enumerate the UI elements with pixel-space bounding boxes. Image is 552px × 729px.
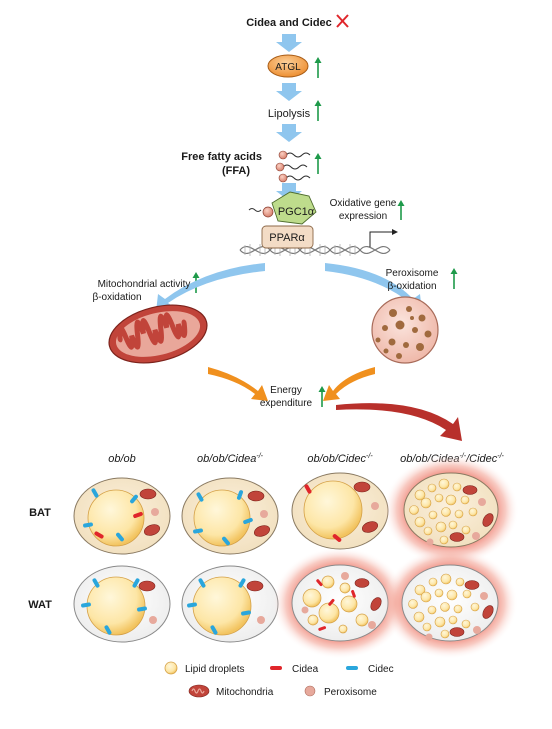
cell-wat-cidec-ko (272, 547, 408, 659)
legend-mito-label: Mitochondria (216, 687, 274, 698)
pgc1a-shape (271, 191, 317, 225)
arrow-mito-to-energy (208, 367, 268, 401)
energy-red-arrow (336, 403, 462, 441)
cell-bat-cidea-ko (181, 477, 279, 555)
cell-bat-double-ko (383, 454, 519, 566)
flow-arrows (276, 34, 302, 201)
perox-beta-oxidation-label: β-oxidation (387, 281, 436, 292)
fatty-acid-icon (275, 150, 311, 183)
atgl-ellipse (267, 54, 309, 78)
legend: Lipid droplets Cidea Cidec Mitochondria … (164, 661, 394, 698)
column-header-1: ob/ob (108, 453, 136, 465)
legend-cidec-label: Cidec (368, 664, 394, 675)
ppara-box (261, 225, 314, 249)
cell-wat-double-ko (382, 547, 518, 659)
increase-arrow-icon (314, 153, 322, 174)
increase-arrow-icon (318, 386, 326, 407)
column-header-2: ob/ob/Cidea-/- (197, 453, 264, 465)
cell-wat-cidea-ko (181, 565, 279, 643)
mitochondrion-icon (108, 304, 208, 364)
column-header-3: ob/ob/Cidec-/- (307, 453, 373, 465)
ppara-label: PPARα (269, 232, 305, 244)
pgc1a-label: PGC1α (278, 206, 315, 218)
cell-wat-obob (73, 565, 171, 643)
cell-bat-cidec-ko (291, 472, 389, 550)
legend-lipid-label: Lipid droplets (185, 664, 244, 675)
expenditure-label: expenditure (260, 398, 313, 409)
ligand-tail (248, 208, 262, 212)
oxidative-label-2: expression (339, 211, 387, 222)
legend-perox-label: Peroxisome (324, 687, 377, 698)
increase-arrow-icon (314, 100, 322, 121)
transcription-arrow-icon (369, 231, 394, 247)
cidea-legend-icon (270, 666, 282, 670)
cidea-cidec-label: Cidea and Cidec (246, 17, 332, 29)
ffa-label: Free fatty acids (181, 151, 262, 163)
cidec-legend-icon (346, 666, 358, 670)
mito-activity-label: Mitochondrial activity (98, 279, 191, 290)
ligand-icon (262, 206, 274, 218)
beta-oxidation-label: β-oxidation (92, 292, 141, 303)
row-label-bat: BAT (29, 507, 51, 519)
oxidative-label: Oxidative gene (330, 198, 397, 209)
atgl-label: ATGL (275, 62, 301, 73)
ffa-abbrev-label: (FFA) (222, 165, 250, 177)
arrow-perox-to-energy (323, 367, 375, 401)
row-label-wat: WAT (28, 599, 52, 611)
increase-arrow-icon (314, 57, 322, 78)
peroxisome-legend-icon (304, 685, 316, 697)
loss-x-icon (336, 14, 349, 28)
increase-arrow-icon (450, 268, 458, 289)
energy-label: Energy (270, 385, 302, 396)
lipid-droplet-legend-icon (164, 661, 178, 675)
lipolysis-label: Lipolysis (268, 108, 311, 120)
peroxisome-icon (371, 296, 439, 364)
mitochondria-legend-icon (188, 684, 210, 698)
legend-cidea-label: Cidea (292, 664, 319, 675)
peroxisome-label: Peroxisome (386, 268, 439, 279)
cell-bat-obob (73, 477, 171, 555)
increase-arrow-icon (397, 200, 405, 220)
